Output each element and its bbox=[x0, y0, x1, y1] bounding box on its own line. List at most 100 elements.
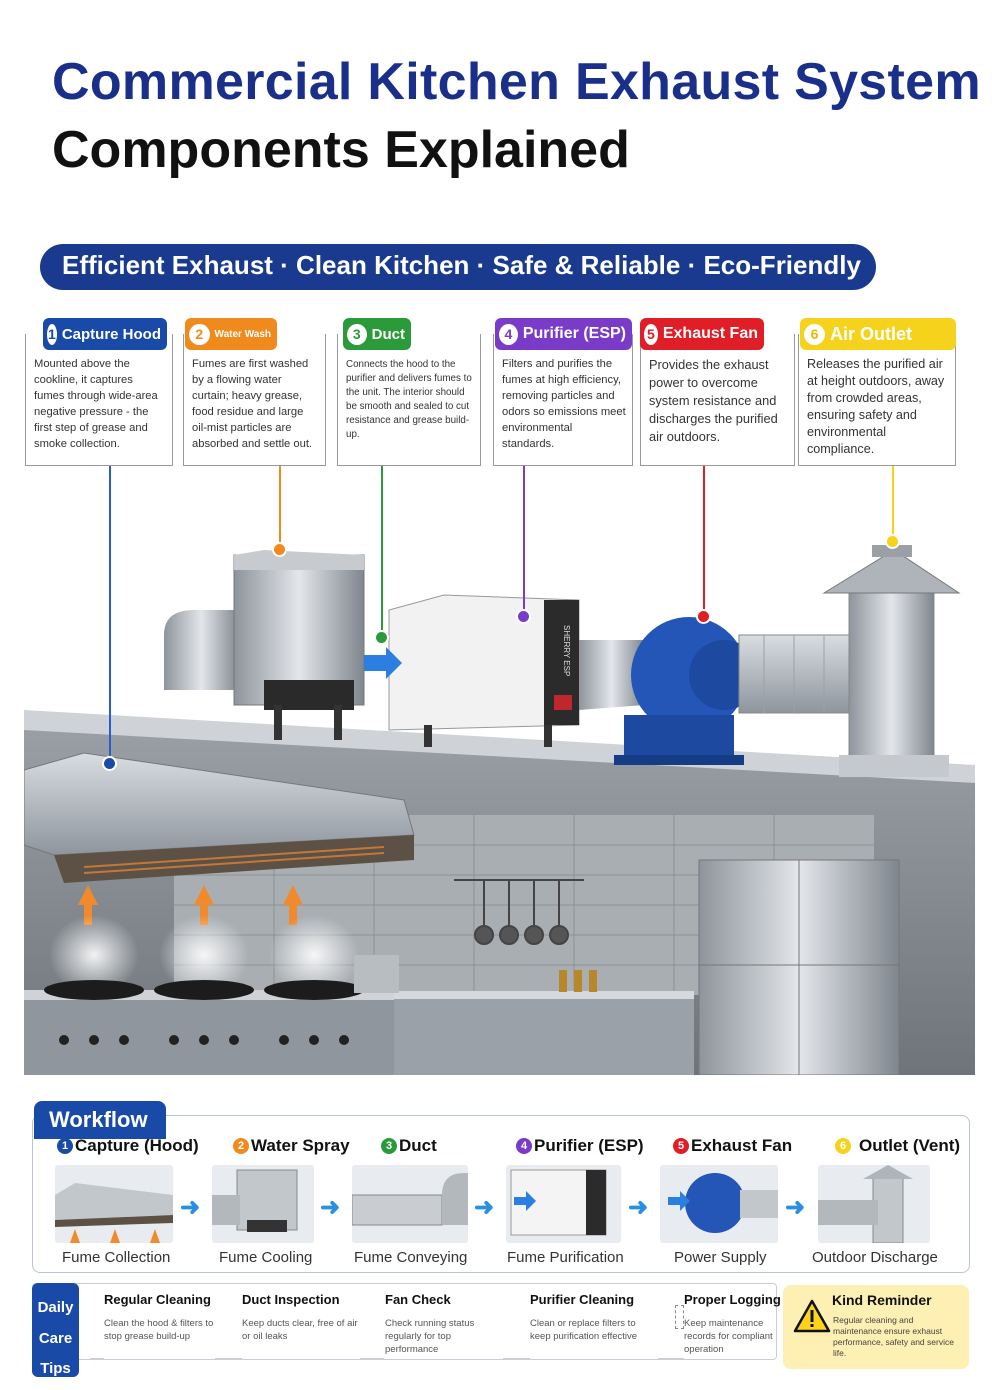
stock-pot bbox=[354, 955, 399, 993]
leader-line bbox=[381, 466, 383, 638]
tip-fan-check: Fan Check Check running status regularly… bbox=[385, 1292, 493, 1356]
divider bbox=[658, 1358, 684, 1359]
tip-text: Keep maintenance records for compliant o… bbox=[684, 1318, 773, 1355]
workflow-step-capture: 1 Capture (Hood) bbox=[57, 1136, 199, 1156]
tips-tab-line: Daily bbox=[37, 1299, 74, 1316]
card-text: Releases the purified air at height outd… bbox=[807, 357, 945, 456]
leader-line bbox=[109, 466, 111, 764]
thumb-outlet bbox=[818, 1165, 930, 1243]
step-number: 5 bbox=[644, 323, 658, 345]
tag-exhaust-fan: 5 Exhaust Fan bbox=[640, 318, 764, 350]
step-number: 1 bbox=[57, 1138, 73, 1154]
tag-label: Purifier (ESP) bbox=[522, 325, 626, 342]
leader-line bbox=[279, 466, 281, 550]
tag-air-outlet: 6 Air Outlet bbox=[800, 318, 956, 350]
step-number: 6 bbox=[835, 1138, 851, 1154]
card-text: Filters and purifies the fumes at high e… bbox=[502, 358, 626, 450]
workflow-step-exhaust-fan: 5 Exhaust Fan bbox=[673, 1136, 792, 1156]
tip-text: Clean the hood & filters to stop grease … bbox=[104, 1318, 214, 1342]
workflow-step-purifier: 4 Purifier (ESP) bbox=[516, 1136, 644, 1156]
tag-label: Exhaust Fan bbox=[662, 325, 758, 342]
thumb-duct bbox=[352, 1165, 468, 1243]
tip-proper-logging: Proper Logging Keep maintenance records … bbox=[684, 1292, 782, 1356]
page-subtitle: Components Explained bbox=[52, 121, 630, 179]
reminder-title: Kind Reminder bbox=[832, 1292, 932, 1308]
page-title: Commercial Kitchen Exhaust System bbox=[52, 53, 981, 111]
tag-water-wash: 2 Water Wash bbox=[185, 318, 277, 350]
card-purifier: Filters and purifies the fumes at high e… bbox=[493, 334, 633, 466]
feature-banner: Efficient Exhaust · Clean Kitchen · Safe… bbox=[40, 244, 876, 290]
divider bbox=[90, 1358, 104, 1359]
tip-text: Clean or replace filters to keep purific… bbox=[530, 1318, 638, 1342]
step-label: Exhaust Fan bbox=[691, 1136, 793, 1155]
workflow-step-outlet: 6 Outlet (Vent) bbox=[835, 1136, 960, 1156]
divider bbox=[360, 1358, 384, 1359]
tips-tab-line: Care bbox=[38, 1330, 73, 1347]
tip-title: Proper Logging bbox=[684, 1292, 781, 1307]
callout-dot-capture-hood bbox=[102, 756, 117, 771]
steam-clouds bbox=[49, 915, 359, 995]
step-label: Purifier (ESP) bbox=[534, 1136, 644, 1155]
callout-dot-air-outlet bbox=[885, 534, 900, 549]
water-wash-unit bbox=[164, 550, 365, 740]
step-caption: Power Supply bbox=[674, 1249, 767, 1266]
arrow-right-icon: ➜ bbox=[474, 1194, 495, 1221]
tag-label: Duct bbox=[371, 325, 405, 343]
step-number: 3 bbox=[381, 1138, 397, 1154]
step-number: 6 bbox=[804, 323, 825, 345]
arrow-right-icon: ➜ bbox=[180, 1194, 201, 1221]
tip-title: Purifier Cleaning bbox=[530, 1292, 635, 1307]
workflow-panel bbox=[32, 1115, 970, 1273]
tag-label: Water Wash bbox=[214, 328, 272, 340]
tip-title: Fan Check bbox=[385, 1292, 451, 1307]
hanging-ladles bbox=[454, 879, 584, 945]
leader-line bbox=[523, 466, 525, 617]
step-label: Water Spray bbox=[251, 1136, 350, 1155]
woks bbox=[44, 980, 364, 1000]
kitchen-scene-illustration: SHERRY ESP bbox=[24, 515, 975, 1075]
reminder-text: Regular cleaning and maintenance ensure … bbox=[833, 1315, 954, 1358]
capture-hood-unit bbox=[24, 752, 415, 883]
callout-dot-purifier bbox=[516, 609, 531, 624]
step-caption: Fume Conveying bbox=[354, 1249, 468, 1266]
clipboard-icon bbox=[675, 1305, 684, 1329]
card-text: Fumes are first washed by a flowing wate… bbox=[192, 358, 313, 450]
card-water-wash: Fumes are first washed by a flowing wate… bbox=[183, 334, 326, 466]
step-label: Duct bbox=[399, 1136, 437, 1155]
tip-purifier-cleaning: Purifier Cleaning Clean or replace filte… bbox=[530, 1292, 648, 1343]
kind-reminder-box: Kind Reminder Regular cleaning and maint… bbox=[783, 1285, 969, 1369]
workflow-tab: Workflow bbox=[34, 1101, 166, 1139]
step-number: 4 bbox=[499, 323, 518, 345]
callout-dot-water-wash bbox=[272, 542, 287, 557]
step-label: Outlet (Vent) bbox=[859, 1136, 961, 1155]
step-number: 5 bbox=[673, 1138, 689, 1154]
card-exhaust-fan: Provides the exhaust power to overcome s… bbox=[640, 334, 795, 466]
warning-icon bbox=[793, 1299, 831, 1333]
step-number: 4 bbox=[516, 1138, 532, 1154]
step-label: Capture (Hood) bbox=[75, 1136, 199, 1155]
card-text: Provides the exhaust power to overcome s… bbox=[649, 357, 778, 444]
arrow-right-icon: ➜ bbox=[785, 1194, 806, 1221]
flow-arrow-icon bbox=[364, 647, 402, 679]
purifier-unit: SHERRY ESP bbox=[388, 594, 580, 747]
step-caption: Fume Purification bbox=[507, 1249, 624, 1266]
tip-regular-cleaning: Regular Cleaning Clean the hood & filter… bbox=[104, 1292, 214, 1343]
tip-text: Keep ducts clear, free of air or oil lea… bbox=[242, 1318, 358, 1342]
thumb-purifier bbox=[506, 1165, 621, 1243]
tip-duct-inspection: Duct Inspection Keep ducts clear, free o… bbox=[242, 1292, 360, 1343]
leader-line bbox=[892, 466, 894, 542]
step-caption: Fume Cooling bbox=[219, 1249, 313, 1266]
tip-title: Duct Inspection bbox=[242, 1292, 340, 1307]
step-number: 1 bbox=[47, 323, 57, 345]
thumb-hood bbox=[55, 1165, 173, 1243]
step-number: 3 bbox=[347, 323, 367, 345]
thumb-water-wash bbox=[212, 1165, 314, 1243]
tag-duct: 3 Duct bbox=[343, 318, 411, 350]
workflow-step-water-spray: 2 Water Spray bbox=[233, 1136, 350, 1156]
step-caption: Outdoor Discharge bbox=[812, 1249, 938, 1266]
purifier-brand: SHERRY ESP bbox=[562, 625, 571, 676]
card-capture-hood: Mounted above the cookline, it captures … bbox=[25, 334, 173, 466]
kitchen-illustration: SHERRY ESP bbox=[24, 545, 975, 1075]
callout-dot-duct bbox=[374, 630, 389, 645]
tag-purifier: 4 Purifier (ESP) bbox=[495, 318, 632, 350]
